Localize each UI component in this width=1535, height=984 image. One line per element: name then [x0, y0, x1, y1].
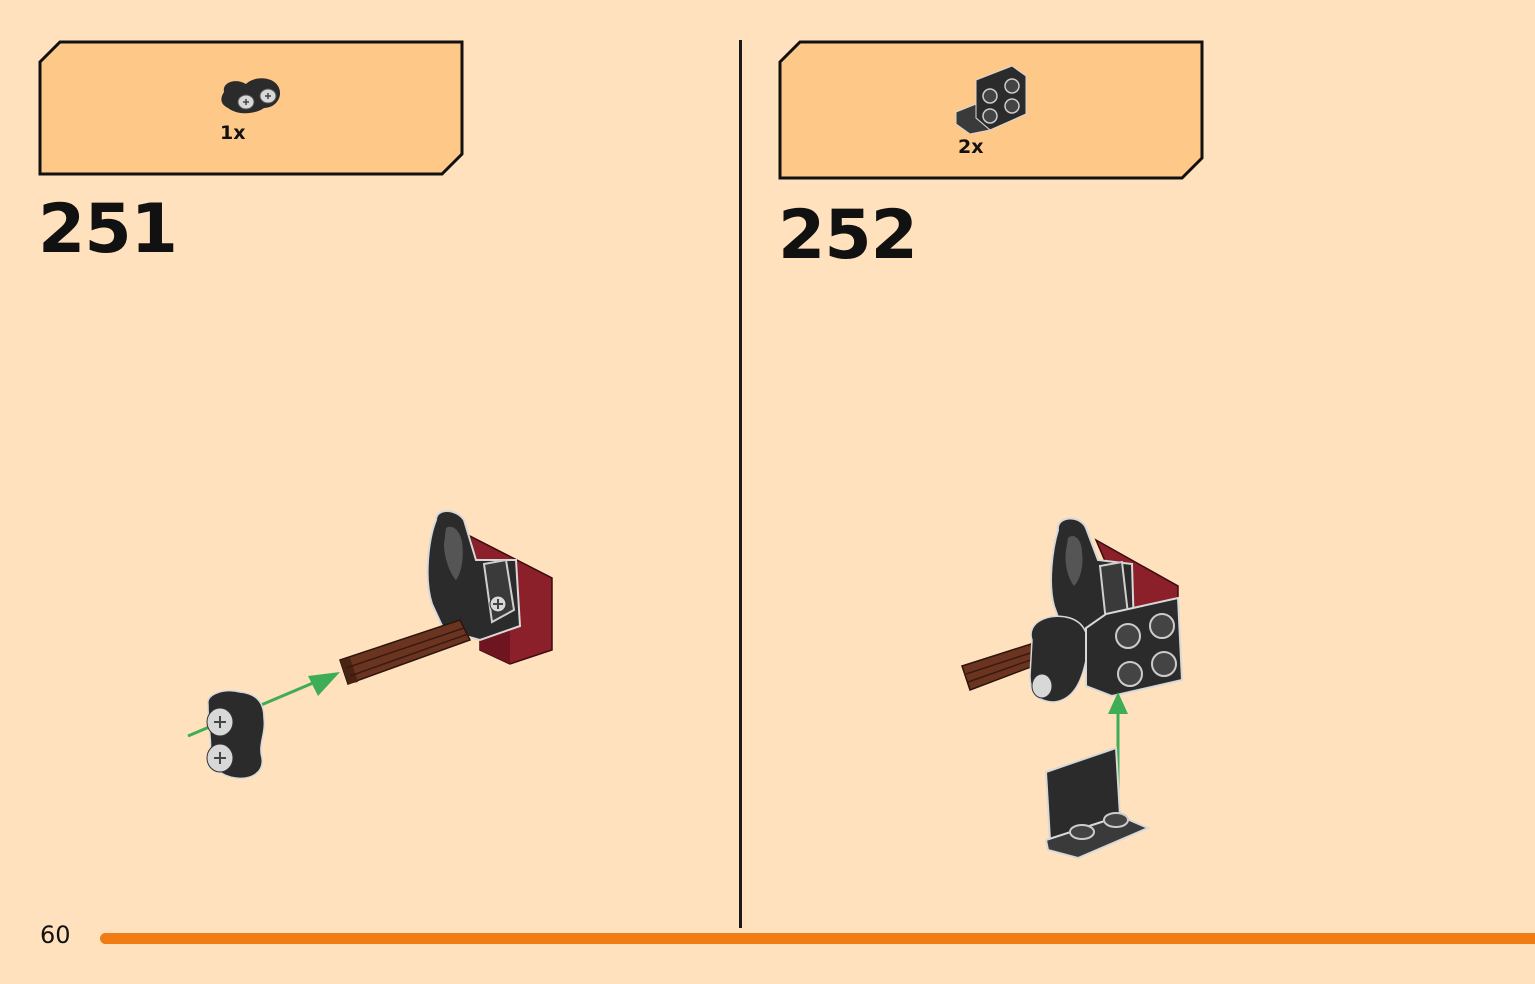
assembly-step-251-icon [187, 510, 553, 780]
part-quantity: 2x [958, 136, 984, 158]
progress-bar [100, 933, 1535, 944]
step-number: 252 [778, 196, 918, 275]
assembly-step-252-icon [961, 517, 1184, 860]
step-number: 251 [38, 190, 178, 269]
angle-bracket-plate-icon [955, 65, 1027, 134]
column-divider [739, 40, 742, 928]
progress-fill [100, 933, 1535, 944]
parts-callout-252: 2x [778, 40, 1206, 180]
parts-callout-251: 1x [38, 40, 466, 176]
page-number: 60 [40, 921, 71, 949]
part-quantity: 1x [220, 122, 246, 144]
double-pin-connector-icon [221, 78, 281, 114]
